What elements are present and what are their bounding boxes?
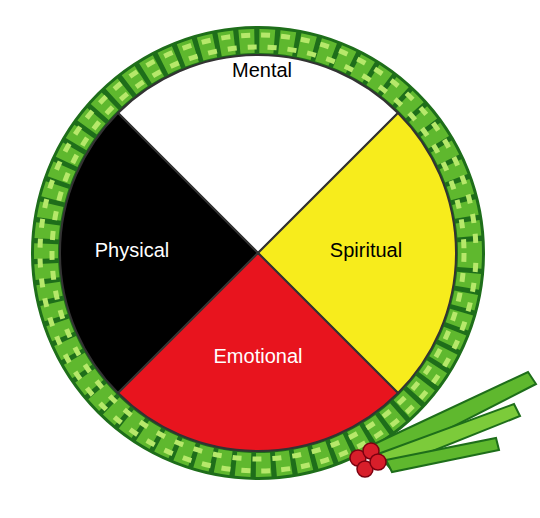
quadrant-label: Physical xyxy=(95,238,169,262)
quadrant-label: Mental xyxy=(232,58,292,82)
wheel-quadrant: Emotional xyxy=(118,253,398,451)
quadrant-label: Spiritual xyxy=(330,238,402,262)
quadrant-fill xyxy=(118,253,398,451)
quadrant-label: Emotional xyxy=(214,344,303,368)
